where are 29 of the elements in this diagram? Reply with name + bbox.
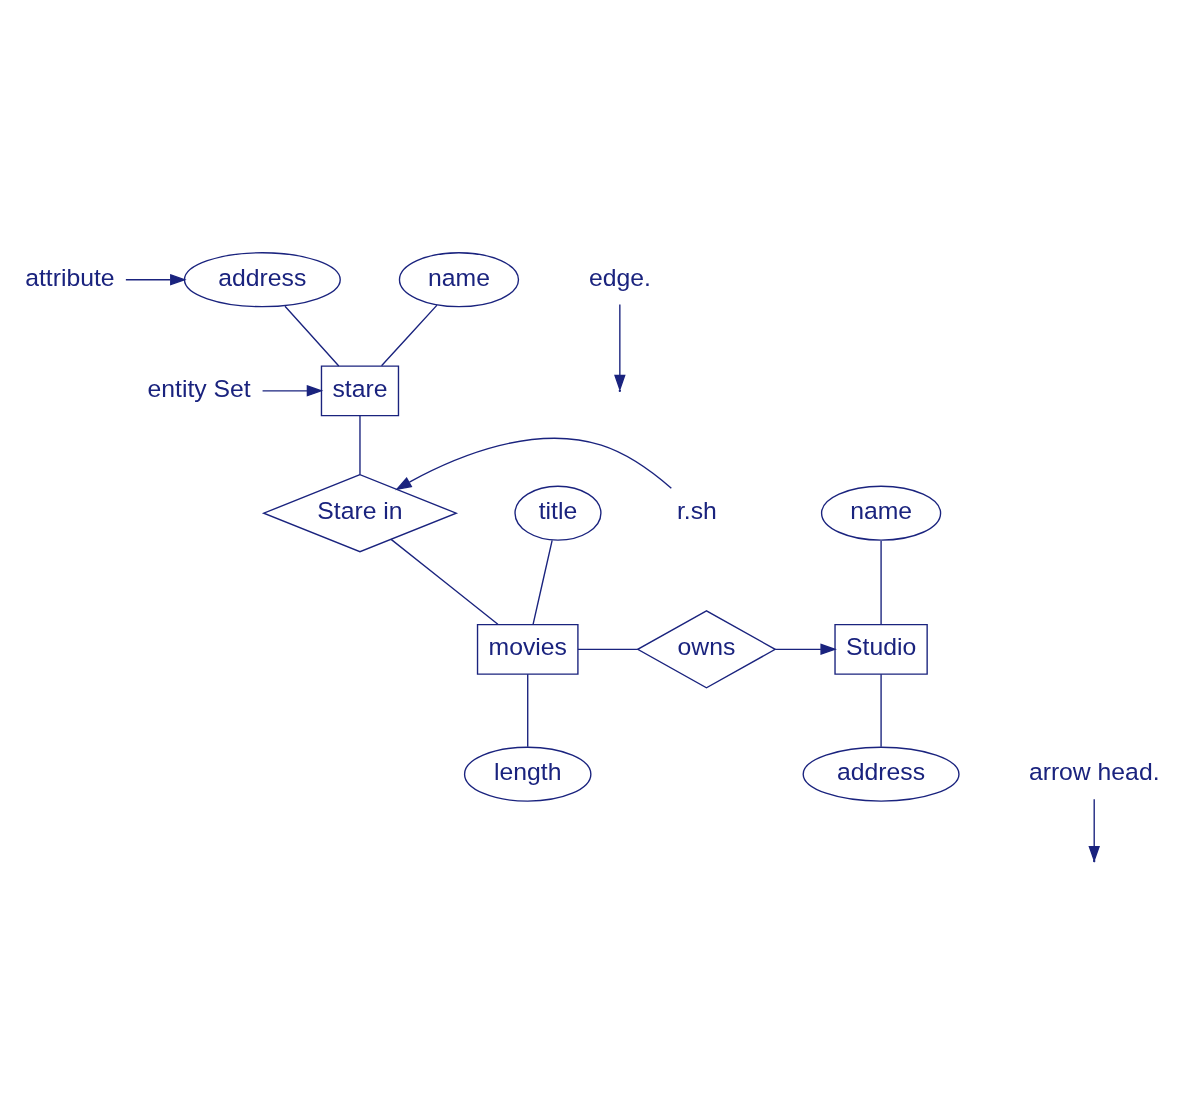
node-ellipse: address: [183, 251, 341, 307]
node-ellipse: length: [463, 746, 592, 802]
node-box: stare: [320, 364, 400, 416]
node-ellipse: name: [820, 485, 942, 541]
node-text: entity Set: [147, 374, 251, 402]
arrow: [261, 384, 324, 397]
node-diamond: owns: [636, 609, 777, 689]
node-ellipse: title: [514, 485, 602, 541]
node-text: edge.: [588, 263, 651, 291]
node-box: movies: [476, 623, 579, 675]
node-ellipse: name: [398, 251, 520, 307]
node-text: r.sh: [676, 496, 717, 524]
arrow: [774, 643, 837, 655]
node-ellipse: address: [802, 746, 960, 802]
connector: [532, 539, 553, 625]
connector: [380, 303, 438, 367]
node-text: attribute: [25, 263, 115, 291]
node-box: Studio: [834, 623, 928, 675]
arrow: [125, 273, 187, 285]
arrow: [614, 303, 626, 391]
connector: [359, 414, 361, 475]
connector: [880, 673, 882, 747]
connector: [577, 648, 639, 650]
node-text: arrow head.: [1028, 757, 1160, 785]
connector: [527, 673, 529, 747]
connector: [284, 305, 340, 367]
connector: [390, 538, 499, 625]
connector: [880, 539, 882, 625]
arrow: [395, 437, 672, 490]
